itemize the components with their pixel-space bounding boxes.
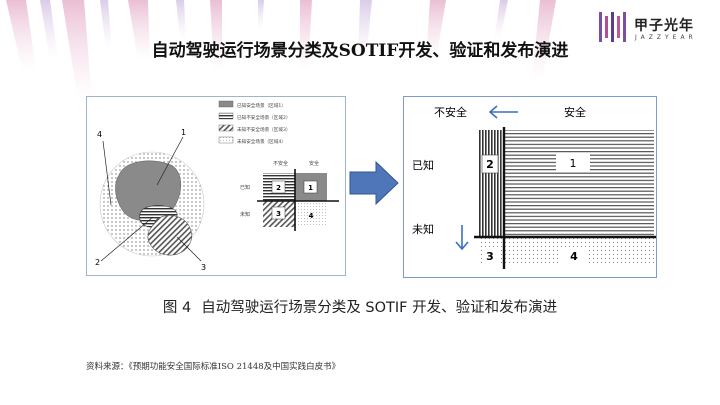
logo-icon (599, 12, 626, 42)
logo-subtext: JAZZYEAR (635, 34, 697, 41)
grid-label-1: 1 (308, 184, 313, 192)
arrow-left-icon (488, 105, 518, 119)
legend-swatch-2 (218, 112, 234, 120)
unknown-unsafe-area (147, 215, 193, 256)
label-unknown: 未知 (412, 222, 434, 236)
grid-label-4: 4 (309, 212, 314, 220)
label-known: 已知 (412, 158, 434, 172)
grid-col-unsafe: 不安全 (273, 160, 288, 167)
legend-label-1: 已知安全场景（区域1） (237, 102, 286, 109)
grid-col-safe: 安全 (309, 160, 319, 167)
page-title: 自动驾驶运行场景分类及SOTIF开发、验证和发布演进 (151, 41, 569, 61)
callout-2: 2 (95, 258, 100, 267)
logo-text: 甲子光年 (634, 18, 694, 34)
scenario-venn-diagram: 1 2 3 4 已知安全场景（区域1） 已知不安全场景（区域2） 未知不安全场景… (86, 96, 346, 276)
legend-label-3: 未知不安全场景（区域3） (237, 126, 290, 133)
region-label-2: 2 (486, 158, 494, 171)
legend-label-4: 未知安全场景（区域4） (237, 138, 286, 145)
region-label-4: 4 (570, 250, 578, 263)
figure-caption: 图 4 自动驾驶运行场景分类及 SOTIF 开发、验证和发布演进 (0, 296, 720, 317)
source-note: 资料来源：《预期功能安全国际标准ISO 21448及中国实践白皮书》 (86, 362, 341, 372)
label-unsafe: 不安全 (434, 105, 467, 119)
figure-caption-text: 自动驾驶运行场景分类及 SOTIF 开发、验证和发布演进 (201, 300, 558, 316)
legend-swatch-3 (218, 124, 234, 132)
brand-logo: 甲子光年 JAZZYEAR (596, 9, 706, 49)
arrow-down-icon (455, 225, 469, 251)
legend-swatch-4 (218, 136, 234, 144)
legend-label-2: 已知不安全场景（区域2） (237, 114, 290, 121)
region-label-1: 1 (570, 157, 577, 170)
callout-3: 3 (201, 263, 206, 272)
grid-cell-4 (295, 201, 327, 227)
callout-1: 1 (181, 128, 186, 137)
background-decoration (6, 0, 556, 100)
grid-row-known: 已知 (240, 184, 250, 191)
legend-swatch-1 (218, 100, 234, 108)
grid-row-unknown: 未知 (240, 211, 250, 218)
figure-number: 图 4 (162, 300, 192, 316)
evolution-arrow-icon (349, 160, 399, 206)
grid-label-3: 3 (276, 210, 281, 218)
region-label-3: 3 (486, 250, 494, 263)
region-2-known-unsafe (479, 130, 504, 237)
sotif-evolution-diagram: 不安全 安全 已知 未知 2 1 3 4 (403, 96, 657, 278)
label-safe: 安全 (564, 105, 586, 119)
callout-4: 4 (97, 130, 102, 139)
grid-label-2: 2 (276, 184, 281, 192)
region-1-known-safe (504, 130, 654, 237)
